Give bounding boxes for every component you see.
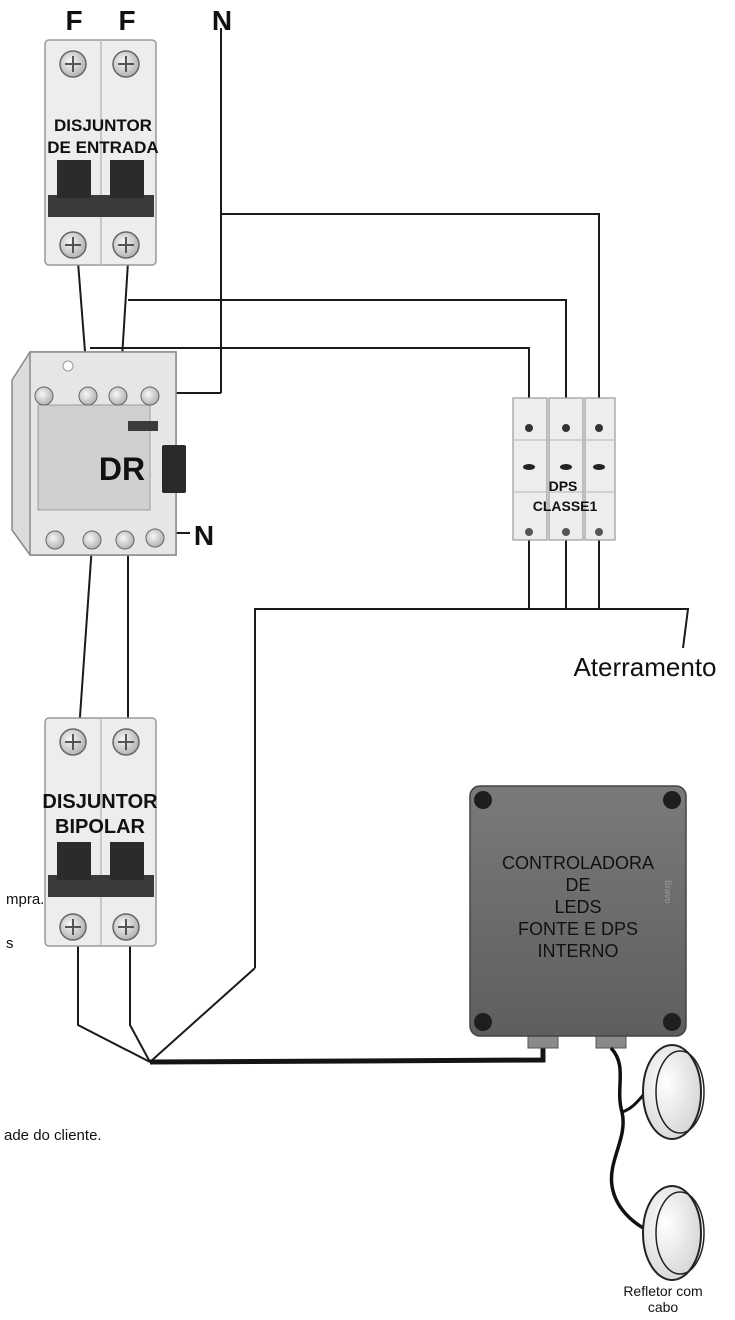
box-screw-icon [474, 1013, 492, 1031]
main-breaker: DISJUNTOR DE ENTRADA [44, 39, 159, 266]
cropped-note-3: ade do cliente. [4, 1127, 102, 1144]
screw-icon [45, 530, 65, 550]
cropped-note-1: mpra. [6, 891, 44, 908]
screw-icon [78, 386, 98, 406]
led-controller-box: CONTROLADORA DE LEDS FONTE E DPS INTERNO… [469, 785, 687, 1049]
bipolar-breaker: DISJUNTOR BIPOLAR [42, 717, 158, 947]
screw-icon [34, 386, 54, 406]
bipolar-out-1 [77, 930, 151, 1063]
phase2-wire-to-dps [128, 299, 567, 410]
reflector-label-line1: Refletor com [623, 1283, 702, 1299]
screw-icon [562, 528, 570, 536]
box-screw-icon [663, 791, 681, 809]
screw-icon [59, 728, 87, 756]
neutral-label-dr: N [194, 520, 214, 551]
controller-label-line1: CONTROLADORA [502, 853, 654, 873]
controller-label-line4: FONTE E DPS [518, 919, 638, 939]
dps-indicator-3 [593, 464, 605, 470]
screw-icon [108, 386, 128, 406]
bipolar-breaker-lever-2 [110, 842, 144, 880]
main-breaker-label-line1: DISJUNTOR [54, 116, 152, 135]
main-breaker-rail [48, 195, 154, 217]
controller-label-line5: INTERNO [538, 941, 619, 961]
ground-bus [254, 608, 690, 968]
phase-label-2: F [118, 5, 135, 36]
reflector-1 [642, 1044, 705, 1140]
ground-to-cable [149, 967, 256, 1063]
bipolar-breaker-lever-1 [57, 842, 91, 880]
wires [77, 28, 690, 1065]
reflector-2 [642, 1185, 705, 1281]
controller-body [469, 785, 687, 1037]
screw-icon [145, 528, 165, 548]
neutral-wire-to-dps [221, 213, 600, 410]
reflectors: Refletor com cabo [609, 1044, 705, 1315]
controller-feed-cable [149, 1048, 546, 1065]
screw-icon [562, 424, 570, 432]
reflector-label-line2: cabo [648, 1299, 679, 1315]
dr-lever [162, 445, 186, 493]
controller-brand-label: Bravo [663, 880, 673, 904]
dps-label-line1: DPS [549, 478, 578, 494]
screw-icon [525, 528, 533, 536]
screw-icon [595, 528, 603, 536]
controller-label-line2: DE [565, 875, 590, 895]
controller-label-line3: LEDS [554, 897, 601, 917]
dr-label: DR [99, 451, 145, 487]
screw-icon [82, 530, 102, 550]
main-breaker-lever-1 [57, 160, 91, 198]
dr-test-button [128, 421, 158, 431]
box-screw-icon [474, 791, 492, 809]
phase1-dr-to-bipolar [77, 544, 93, 746]
screw-icon [595, 424, 603, 432]
main-breaker-label-line2: DE ENTRADA [47, 138, 158, 157]
screw-icon [140, 386, 160, 406]
neutral-label-top: N [212, 5, 232, 36]
bipolar-label-line1: DISJUNTOR [42, 791, 158, 813]
bipolar-label-line2: BIPOLAR [55, 816, 146, 838]
screw-icon [59, 231, 87, 259]
screw-icon [112, 913, 140, 941]
phase1-wire-to-dps [90, 347, 530, 410]
ground-label: Aterramento [573, 652, 716, 682]
dps-label-line2: CLASSE1 [533, 498, 598, 514]
screw-icon [59, 913, 87, 941]
screw-icon [115, 530, 135, 550]
main-breaker-lever-2 [110, 160, 144, 198]
screw-icon [59, 50, 87, 78]
screw-icon [112, 728, 140, 756]
dps-indicator-2 [560, 464, 572, 470]
dps-indicator-1 [523, 464, 535, 470]
dps-module: DPS CLASSE1 [512, 397, 616, 541]
reflector-cable [609, 1046, 653, 1234]
dr-device: DR [11, 351, 186, 556]
bipolar-breaker-rail [48, 875, 154, 897]
cropped-note-2: s [6, 935, 14, 952]
screw-icon [525, 424, 533, 432]
box-screw-icon [663, 1013, 681, 1031]
screw-icon [112, 50, 140, 78]
phase-label-1: F [65, 5, 82, 36]
bipolar-out-2 [129, 930, 151, 1063]
screw-icon [112, 231, 140, 259]
